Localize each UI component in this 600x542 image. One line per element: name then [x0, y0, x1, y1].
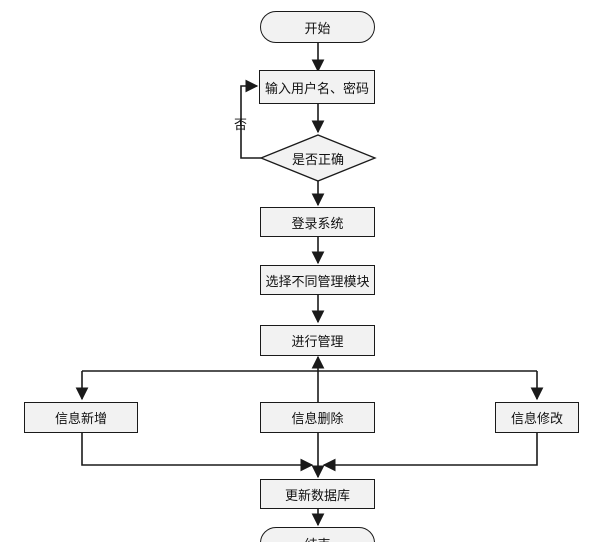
- node-delete: 信息删除: [260, 402, 375, 433]
- node-add: 信息新增: [24, 402, 138, 433]
- node-input: 输入用户名、密码: [259, 70, 375, 104]
- node-start: 开始: [260, 11, 375, 43]
- edge-label-no: 否: [234, 118, 248, 133]
- edge-check-no-loop: [240, 79, 261, 159]
- node-select: 选择不同管理模块: [260, 265, 375, 295]
- decision-diamond: [259, 134, 377, 182]
- node-update: 更新数据库: [260, 479, 375, 509]
- edge-modify-merge: [322, 433, 538, 472]
- node-check-label: 是否正确: [291, 152, 344, 168]
- node-login: 登录系统: [260, 207, 375, 237]
- node-end: 结束: [260, 527, 375, 542]
- edge-add-merge: [81, 433, 314, 472]
- node-modify: 信息修改: [495, 402, 579, 433]
- node-manage: 进行管理: [260, 325, 375, 356]
